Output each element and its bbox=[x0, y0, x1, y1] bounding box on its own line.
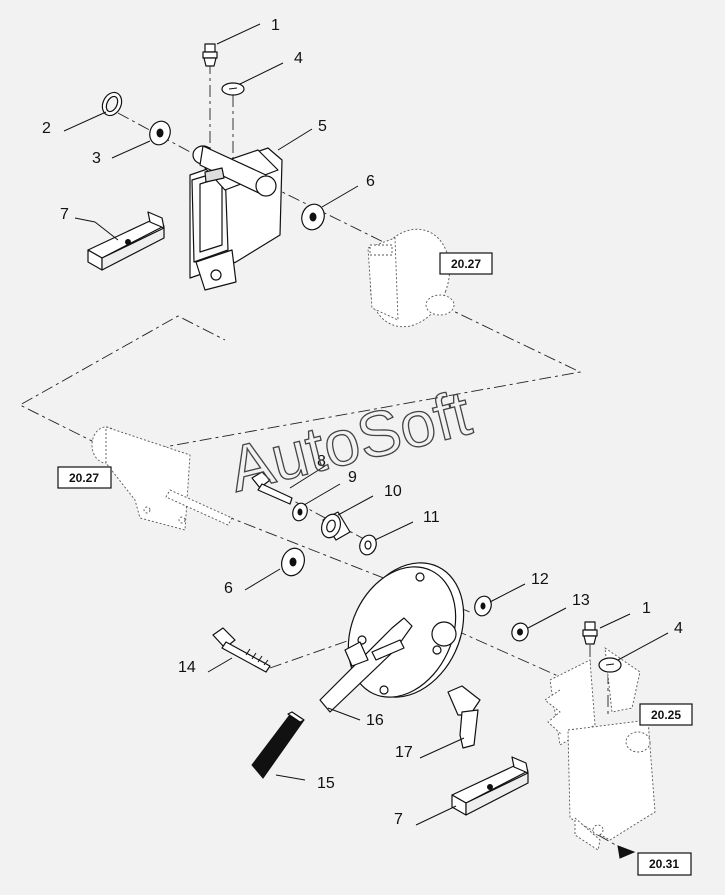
ref-box-bottom: 20.31 bbox=[617, 845, 692, 876]
callout-3: 3 bbox=[92, 150, 101, 167]
callout-4-bot: 4 bbox=[674, 620, 683, 637]
callout-14: 14 bbox=[178, 659, 196, 676]
washer-6-top bbox=[301, 203, 325, 231]
ref-box-left: 20.27 bbox=[57, 466, 112, 489]
circlip bbox=[101, 91, 123, 117]
ghost-hub-top-right bbox=[367, 228, 455, 328]
callout-4-top: 4 bbox=[294, 50, 303, 67]
cap-top bbox=[221, 82, 245, 96]
washer-9 bbox=[292, 502, 308, 522]
callout-6-top: 6 bbox=[366, 173, 375, 190]
ghost-lever-body-right bbox=[544, 647, 656, 851]
callout-8: 8 bbox=[317, 453, 326, 470]
callout-leaders bbox=[63, 23, 669, 826]
watermark-text: AutoSoft bbox=[222, 376, 478, 505]
bracket-7-top bbox=[87, 211, 165, 271]
nut-13 bbox=[511, 622, 529, 642]
callout-17: 17 bbox=[395, 744, 413, 761]
ref-box-top: 20.27 bbox=[439, 252, 493, 275]
cap-bot bbox=[598, 657, 622, 673]
callout-5: 5 bbox=[318, 118, 327, 135]
axis-main-shaft-top bbox=[267, 184, 441, 271]
washer-3 bbox=[149, 120, 171, 146]
bolt-8 bbox=[251, 471, 293, 505]
washer-12 bbox=[474, 595, 492, 617]
grease-nipple-top bbox=[202, 43, 218, 67]
reference-boxes: 20.27 20.27 20.25 20.31 bbox=[57, 252, 693, 876]
grease-nipple-bot bbox=[582, 621, 598, 645]
axis-crossover bbox=[19, 294, 582, 456]
callout-11: 11 bbox=[423, 509, 440, 526]
callout-labels: 1 2 3 4 5 6 7 8 9 10 11 6 12 13 1 4 14 1… bbox=[42, 17, 683, 828]
callout-13: 13 bbox=[572, 592, 590, 609]
ref-label-left: 20.27 bbox=[69, 471, 99, 485]
callout-2: 2 bbox=[42, 120, 51, 137]
callout-16: 16 bbox=[366, 712, 384, 729]
handle-16 bbox=[319, 617, 413, 713]
bracket-7-bot bbox=[451, 756, 529, 816]
callout-10: 10 bbox=[384, 483, 402, 500]
ghost-hub-left bbox=[91, 426, 233, 531]
ref-box-right: 20.25 bbox=[639, 703, 693, 726]
watermark-group: AutoSoft bbox=[221, 376, 478, 507]
axis-bolt-14 bbox=[269, 639, 351, 669]
washer-6-mid bbox=[281, 547, 305, 577]
ref-label-bottom: 20.31 bbox=[649, 857, 679, 871]
bush-10 bbox=[320, 511, 351, 541]
callout-15: 15 bbox=[317, 775, 335, 792]
callout-1-top: 1 bbox=[271, 17, 280, 34]
callout-7-bot: 7 bbox=[394, 811, 403, 828]
arrow-head-icon bbox=[617, 845, 636, 859]
callout-7-top: 7 bbox=[60, 206, 69, 223]
lever-body-top bbox=[189, 145, 283, 291]
callout-9: 9 bbox=[348, 469, 357, 486]
ref-label-top: 20.27 bbox=[451, 257, 481, 271]
callout-1-bot: 1 bbox=[642, 600, 651, 617]
grip-15 bbox=[251, 711, 305, 779]
bolt-14 bbox=[212, 627, 271, 673]
ref-label-right: 20.25 bbox=[651, 708, 681, 722]
callout-12: 12 bbox=[531, 571, 549, 588]
callout-6-mid: 6 bbox=[224, 580, 233, 597]
spacer-11 bbox=[359, 534, 377, 556]
knob-17 bbox=[447, 685, 481, 749]
